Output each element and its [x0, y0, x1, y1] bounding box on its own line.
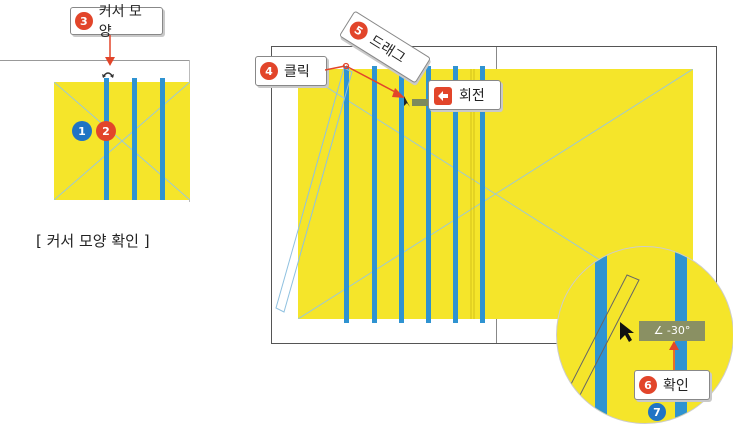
- zoom-ghost-outline: [566, 274, 640, 398]
- callout-label: 클릭: [284, 64, 310, 80]
- left-frame-diagonals: [54, 82, 190, 200]
- rotation-ghost-outline: [275, 67, 353, 313]
- zoom-pointer-icon: [620, 322, 634, 342]
- cursor-callout-arrow: [105, 35, 115, 66]
- step-badge: 6: [639, 376, 657, 394]
- rotate-cursor-icon: [102, 72, 114, 78]
- left-stripe[interactable]: [132, 78, 137, 200]
- caption: [ 커서 모양 확인 ]: [36, 232, 150, 250]
- step-badge: 1: [72, 121, 92, 141]
- step-badge: 3: [75, 12, 93, 30]
- left-canvas: [0, 60, 190, 202]
- angle-readout: ∠ -30°: [639, 321, 705, 341]
- callout-label: 커서 모양: [98, 4, 142, 40]
- callout-label: 회전: [459, 88, 485, 104]
- main-stripe[interactable]: [453, 66, 458, 323]
- confirm-arrow: [669, 341, 679, 372]
- drag-path-arrow: [325, 62, 405, 98]
- click-callout: 4 클릭: [255, 56, 327, 86]
- pointer-cursor-icon: [404, 96, 430, 107]
- step-badge: 5: [346, 18, 372, 43]
- rotate-callout: 회전: [428, 80, 501, 110]
- left-page-edge-top: [0, 60, 190, 61]
- rotate-icon: [434, 87, 452, 105]
- step-badge: 2: [96, 121, 116, 141]
- left-stripe[interactable]: [160, 78, 165, 200]
- main-stripe[interactable]: [480, 66, 485, 323]
- cursor-shape-callout: 3 커서 모양: [70, 4, 163, 40]
- main-stripe[interactable]: [426, 66, 431, 323]
- main-stripe[interactable]: [399, 66, 404, 323]
- step-badge: 4: [260, 62, 278, 80]
- confirm-callout: 6 확인: [634, 370, 710, 400]
- callout-label: 확인: [663, 378, 689, 394]
- main-stripe[interactable]: [344, 66, 349, 323]
- step-badge: 7: [648, 403, 666, 421]
- zoom-stripe: [595, 247, 607, 423]
- main-stripe[interactable]: [372, 66, 377, 323]
